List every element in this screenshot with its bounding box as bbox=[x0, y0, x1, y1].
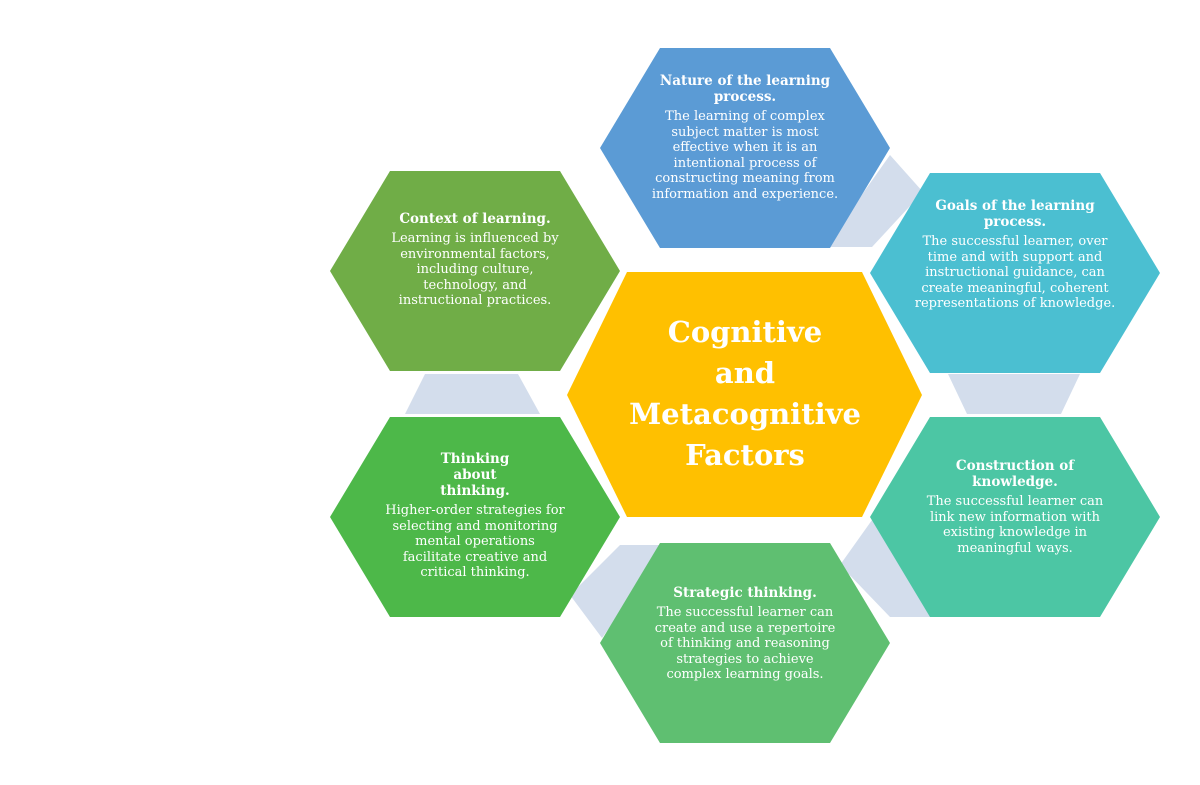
nature-title: Nature of the learning process. bbox=[659, 73, 831, 105]
hexagon-nature-of-learning bbox=[600, 48, 890, 248]
strategic-body: The successful learner can create and us… bbox=[654, 605, 836, 682]
center-title-line: and bbox=[714, 356, 776, 390]
connector-strategic-thinking bbox=[570, 545, 668, 638]
nature-text: Nature of the learning process. The lear… bbox=[640, 73, 850, 202]
thinking-title: Thinking about thinking. bbox=[440, 451, 510, 499]
center-title-line: Metacognitive bbox=[629, 397, 861, 431]
connectors bbox=[405, 155, 1080, 638]
thinking-text: Thinking about thinking. Higher-order st… bbox=[370, 451, 580, 581]
construction-body: The successful learner can link new info… bbox=[926, 494, 1104, 556]
goals-title: Goals of the learning process. bbox=[935, 198, 1095, 230]
context-text: Context of learning. Learning is influen… bbox=[370, 211, 580, 309]
context-title: Context of learning. bbox=[399, 211, 551, 227]
hexagon-strategic-thinking bbox=[600, 543, 890, 743]
strategic-text: Strategic thinking. The successful learn… bbox=[640, 585, 850, 683]
connector-construction-strategic bbox=[840, 520, 940, 617]
thinking-body: Higher-order strategies for selecting an… bbox=[385, 503, 565, 580]
strategic-title: Strategic thinking. bbox=[673, 585, 817, 601]
goals-body: The successful learner, over time and wi… bbox=[914, 234, 1116, 311]
center-title-line: Cognitive bbox=[667, 315, 823, 349]
center-title: Cognitive and Metacognitive Factors bbox=[590, 312, 900, 476]
construction-text: Construction of knowledge. The successfu… bbox=[915, 458, 1115, 556]
goals-text: Goals of the learning process. The succe… bbox=[912, 198, 1118, 312]
hexagon-goals-of-learning bbox=[870, 173, 1160, 373]
connector-thinking-context bbox=[405, 374, 540, 414]
connector-goals-construction bbox=[948, 374, 1080, 414]
hexagon-construction-of-knowledge bbox=[870, 417, 1160, 617]
hexagon-thinking-about-thinking bbox=[330, 417, 620, 617]
hexagon-context-of-learning bbox=[330, 171, 620, 371]
connector-nature-goals bbox=[825, 155, 923, 247]
center-title-line: Factors bbox=[685, 438, 805, 472]
hexagon-center bbox=[567, 272, 922, 517]
construction-title: Construction of knowledge. bbox=[955, 458, 1075, 490]
nature-body: The learning of complex subject matter i… bbox=[651, 109, 839, 202]
context-body: Learning is influenced by environmental … bbox=[391, 231, 559, 308]
